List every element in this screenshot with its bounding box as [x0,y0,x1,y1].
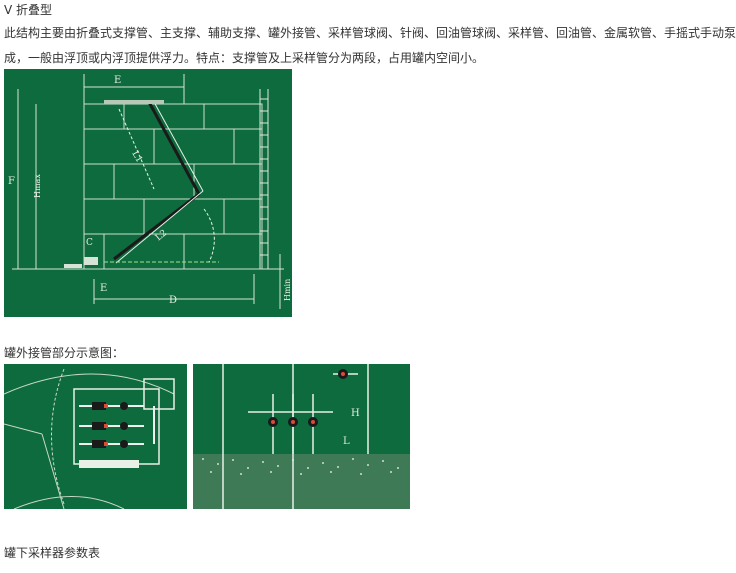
c-mark-label: C [86,238,93,248]
dim-label-bottom: D [169,295,177,306]
dim-label-l: L [343,436,350,447]
dim-label-bottom-left: E [100,283,107,294]
dim-label-left: F [8,176,15,187]
description-line-2: 成，一般由浮顶或内浮顶提供浮力。特点：支撑管及上采样管分为两段，占用罐内空间小。 [4,51,485,65]
dim-label-right: Hmin [283,279,292,301]
outside-pipe-heading: 罐外接管部分示意图： [4,346,125,360]
folding-structure-diagram: E F Hmax D E Hmin L1 L2 C [4,69,292,317]
description-line-1: 此结构主要由折叠式支撑管、主支撑、辅助支撑、罐外接管、采样管球阀、针阀、回油管球… [4,26,736,40]
pipe-label-upper: L1 [129,149,144,164]
parameter-table-heading: 罐下采样器参数表 [4,546,101,560]
description-paragraph: 此结构主要由折叠式支撑管、主支撑、辅助支撑、罐外接管、采样管球阀、针阀、回油管球… [4,21,736,71]
dim-label-top: E [114,75,121,86]
section-heading: V 折叠型 [4,3,53,17]
dim-label-left2: Hmax [33,174,42,198]
valve-manifold-diagram [4,364,187,509]
pipe-label-lower: L2 [154,228,169,243]
valve-elevation-diagram: H L [193,364,410,509]
dim-label-h: H [351,408,360,419]
